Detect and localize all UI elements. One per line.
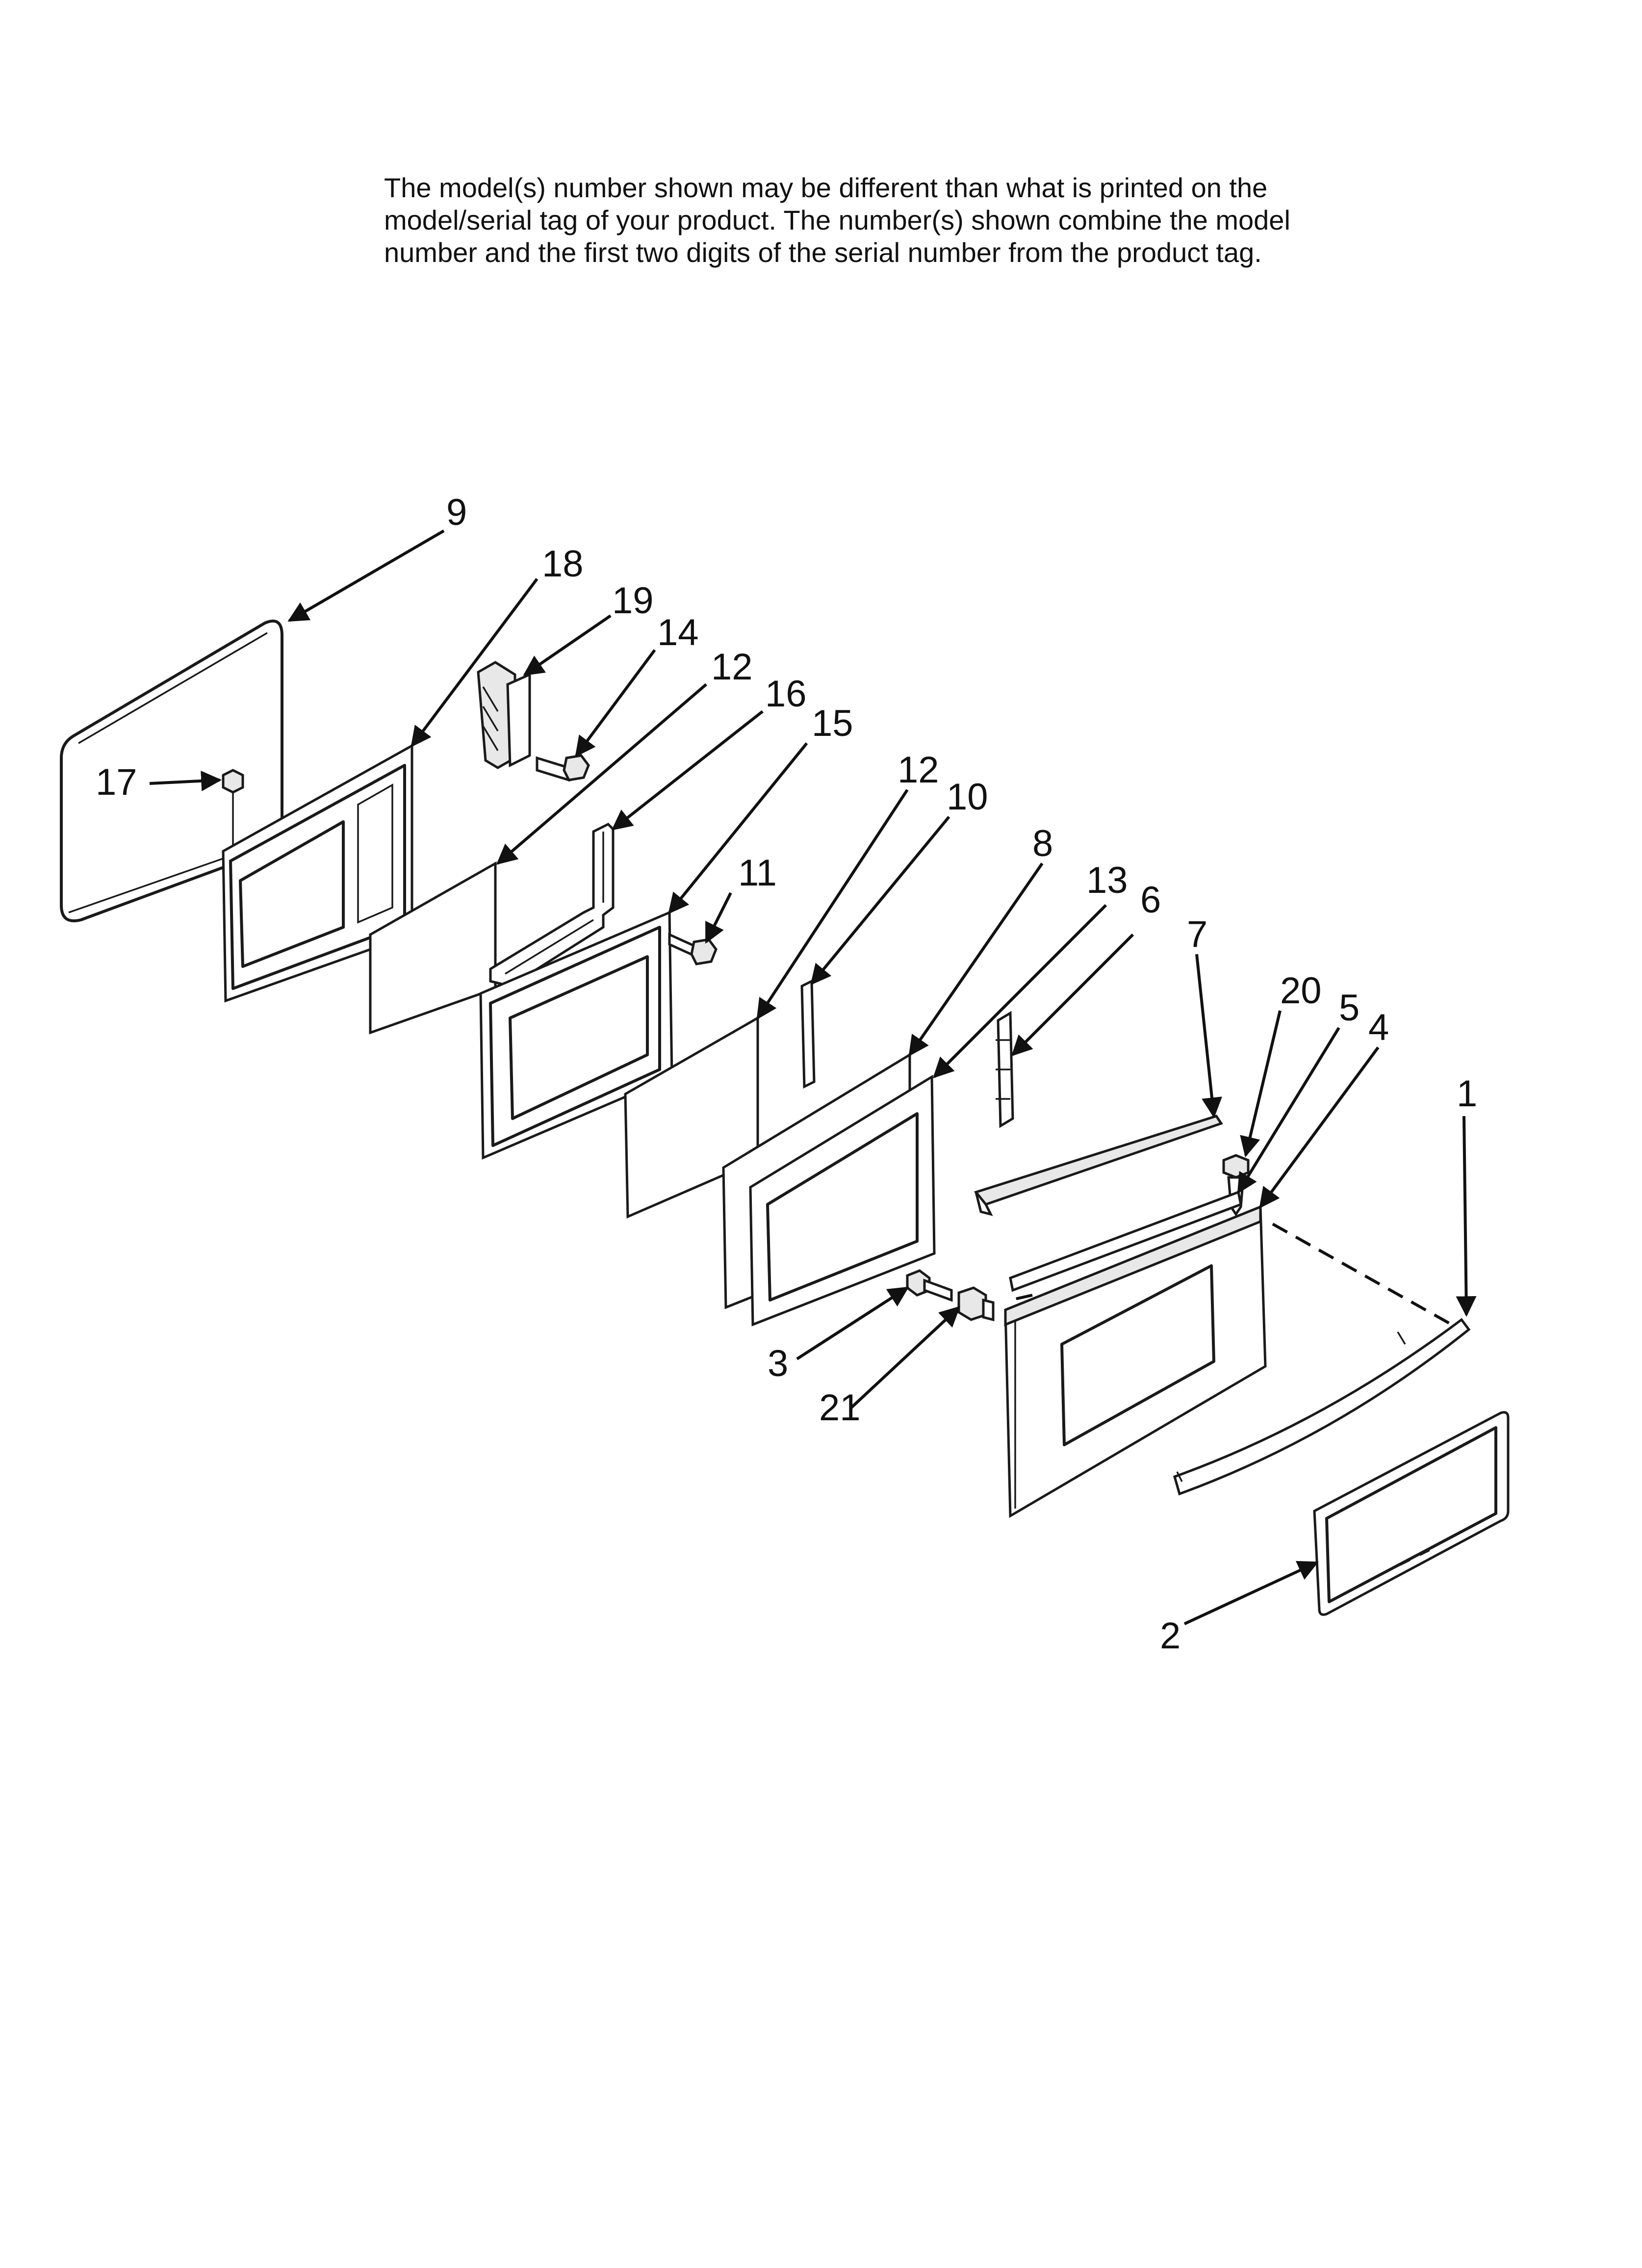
- callout-14: 14: [657, 612, 699, 653]
- callout-numbers: 9 18 19 14 12 16 15 17 11 12 10 8 13 6 7…: [96, 492, 1477, 1657]
- callout-17: 17: [96, 761, 137, 803]
- part-5-trim-strip: [1009, 1190, 1242, 1292]
- callout-21: 21: [819, 1387, 861, 1429]
- callout-16: 16: [765, 673, 807, 715]
- callout-10: 10: [947, 776, 988, 818]
- model-number-notice: The model(s) number shown may be differe…: [384, 172, 1365, 269]
- callout-20: 20: [1280, 970, 1322, 1012]
- part-11-screw: [668, 933, 718, 965]
- callout-18: 18: [542, 543, 584, 585]
- callout-6: 6: [1140, 879, 1161, 921]
- callout-9: 9: [446, 492, 467, 533]
- part-10-glass-retainer: [800, 979, 816, 1089]
- notice-line-1: The model(s) number shown may be differe…: [384, 172, 1268, 203]
- callout-2: 2: [1160, 1615, 1180, 1657]
- callout-13: 13: [1086, 860, 1128, 901]
- notice-line-2: model/serial tag of your product. The nu…: [384, 205, 1290, 235]
- callout-19: 19: [612, 580, 654, 622]
- callout-12-lower: 12: [898, 749, 939, 791]
- handle-mount-guide-line-lower: [1010, 1294, 1033, 1302]
- part-7-vent-channel: [974, 1115, 1223, 1216]
- callout-11: 11: [738, 852, 777, 894]
- callout-7: 7: [1187, 913, 1207, 955]
- callout-8: 8: [1032, 823, 1053, 864]
- part-3-screw: [906, 1269, 953, 1302]
- callout-5: 5: [1339, 987, 1360, 1029]
- callout-4: 4: [1368, 1007, 1389, 1048]
- part-19-hinge: [477, 661, 531, 769]
- callout-3: 3: [768, 1343, 788, 1384]
- notice-line-3: number and the first two digits of the s…: [384, 237, 1262, 268]
- callout-15: 15: [812, 703, 853, 744]
- callout-1: 1: [1457, 1073, 1477, 1115]
- leader-lines: [149, 529, 1477, 1625]
- part-13-glass-frame: [749, 1074, 936, 1327]
- part-6-bracket: [996, 1011, 1014, 1128]
- part-1-door-handle: [1173, 1318, 1471, 1496]
- handle-mount-guide-line: [1272, 1223, 1453, 1326]
- part-21-spacer: [957, 1286, 995, 1322]
- callout-12-upper: 12: [711, 646, 753, 688]
- part-2-window-trim: [1313, 1411, 1510, 1616]
- part-4-outer-door-panel: [1004, 1205, 1267, 1518]
- part-14-screw: [536, 754, 590, 782]
